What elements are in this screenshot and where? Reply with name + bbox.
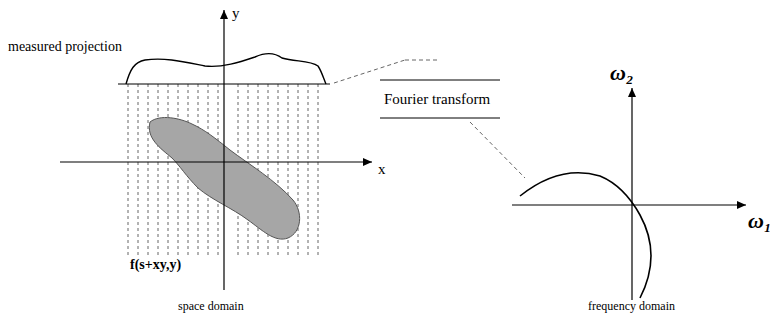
transform-rule-top xyxy=(380,80,500,81)
projection-rays xyxy=(128,84,318,258)
leader-dashes xyxy=(334,60,525,178)
projection-baseline xyxy=(118,83,330,84)
axis-label: y xyxy=(232,6,240,21)
x-axis xyxy=(60,161,372,162)
axis-label: x xyxy=(378,162,386,177)
omega1-axis xyxy=(512,204,746,205)
domain-caption: space domain xyxy=(178,300,244,312)
transform-rule-bottom xyxy=(380,118,500,119)
domain-caption: frequency domain xyxy=(588,300,675,312)
omega2-axis xyxy=(631,88,632,300)
axis-label: ω₁ xyxy=(748,210,772,232)
function-label: f(s+xy,y) xyxy=(130,258,181,272)
projection-label: measured projection xyxy=(8,40,122,54)
projection-curve xyxy=(126,53,326,84)
axis-label: ω₂ xyxy=(610,62,634,84)
transform-label: Fourier transform xyxy=(384,92,490,107)
y-axis xyxy=(223,10,224,290)
frequency-slice xyxy=(520,173,651,298)
